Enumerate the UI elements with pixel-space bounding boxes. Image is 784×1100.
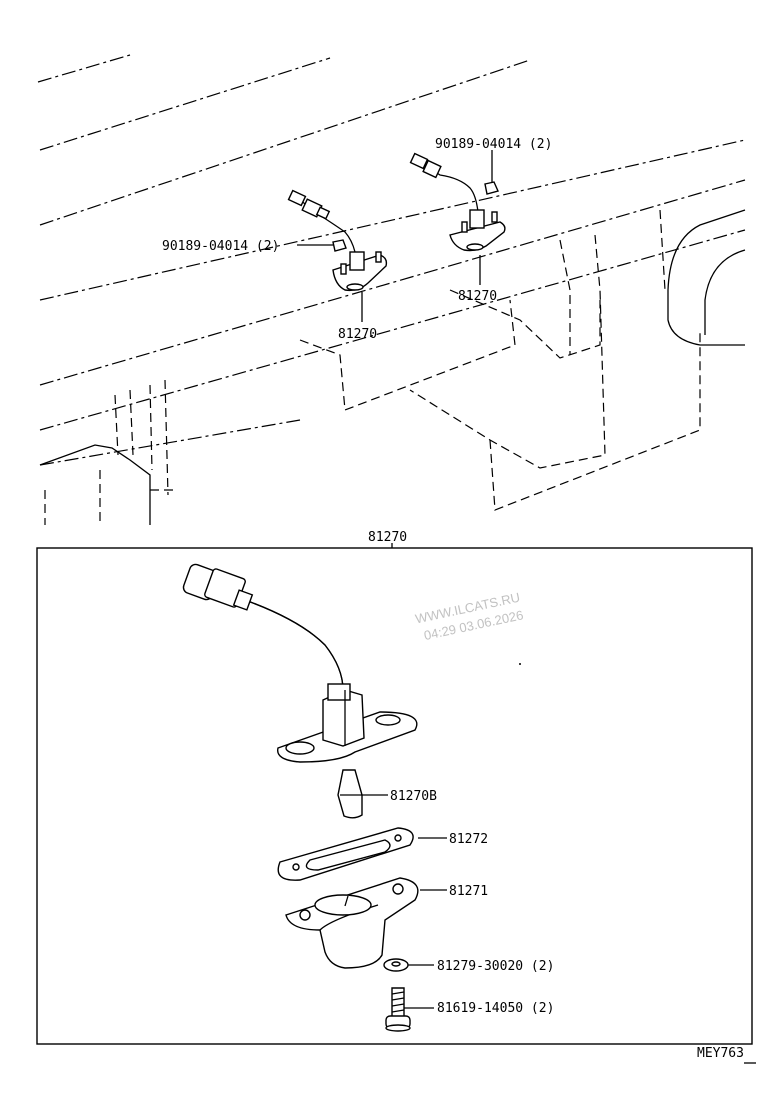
vehicle-body-outline: [37, 54, 746, 525]
clip-nut-left-icon[interactable]: [332, 239, 347, 252]
gasket-icon[interactable]: [277, 827, 414, 881]
callout-bulb: 81270B: [390, 789, 437, 804]
callout-screw: 81619-14050 (2): [437, 1001, 554, 1016]
callout-nut-top-right: 90189-04014 (2): [435, 137, 552, 152]
lamp-socket-assembly[interactable]: [182, 563, 418, 763]
callout-nut-top-left: 90189-04014 (2): [162, 239, 279, 254]
washer-icon[interactable]: [383, 958, 409, 972]
watermark: WWW.ILCATS.RU 04:29 03.06.2026: [414, 590, 525, 643]
callout-washer: 81279-30020 (2): [437, 959, 554, 974]
license-lamp-left-installed[interactable]: [287, 189, 388, 292]
callout-lens: 81271: [449, 884, 488, 899]
detail-box-frame: [36, 547, 753, 1045]
screw-icon[interactable]: [385, 987, 411, 1032]
lens-icon[interactable]: [285, 877, 419, 969]
callout-gasket: 81272: [449, 832, 488, 847]
license-lamp-right-installed[interactable]: [409, 152, 506, 252]
diagram-code: MEY763: [697, 1046, 744, 1061]
bulb-icon[interactable]: [337, 769, 363, 819]
callout-lamp-right: 81270: [458, 289, 497, 304]
callout-lamp-left: 81270: [338, 327, 377, 342]
detail-box-title: 81270: [368, 530, 407, 545]
clip-nut-right-icon[interactable]: [484, 181, 499, 195]
